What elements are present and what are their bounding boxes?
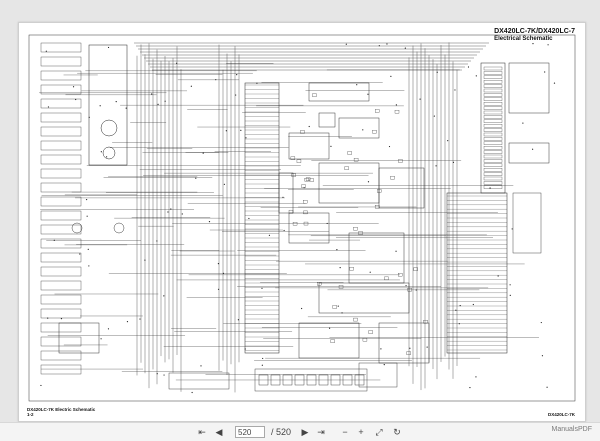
footer-caption-line1: DX420LC-7K Electric Schematic (27, 407, 96, 412)
watermark-logo: ManualsPDF (551, 426, 592, 433)
electrical-schematic-drawing (28, 34, 576, 402)
previous-page-icon[interactable]: ◀ (215, 426, 223, 437)
rotate-icon[interactable]: ↻ (393, 426, 401, 437)
footer-model: DX420LC-7K (547, 412, 575, 417)
footer-caption: DX420LC-7K Electric Schematic 1-2 (27, 407, 95, 417)
page-total-label: / 520 (270, 427, 292, 437)
document-model-title: DX420LC-7K/DX420LC-7 (494, 28, 575, 35)
zoom-in-icon[interactable]: + (358, 427, 364, 437)
zoom-out-icon[interactable]: − (342, 427, 348, 437)
last-page-icon[interactable]: ⇥ (317, 426, 325, 437)
fit-page-icon[interactable]: ⤢ (375, 426, 383, 437)
viewer-toolbar: ⇤ ◀ / 520 ▶ ⇥ − + ⤢ ↻ ManualsPDF (0, 422, 600, 441)
page-number-input[interactable] (235, 426, 265, 438)
first-page-icon[interactable]: ⇤ (198, 426, 206, 437)
document-page: DX420LC-7K/DX420LC-7 Electrical Schemati… (18, 22, 586, 422)
title-block: DX420LC-7K/DX420LC-7 Electrical Schemati… (494, 28, 575, 43)
document-subtitle: Electrical Schematic (494, 36, 553, 42)
next-page-icon[interactable]: ▶ (301, 426, 309, 437)
footer-caption-line2: 1-2 (27, 412, 34, 417)
